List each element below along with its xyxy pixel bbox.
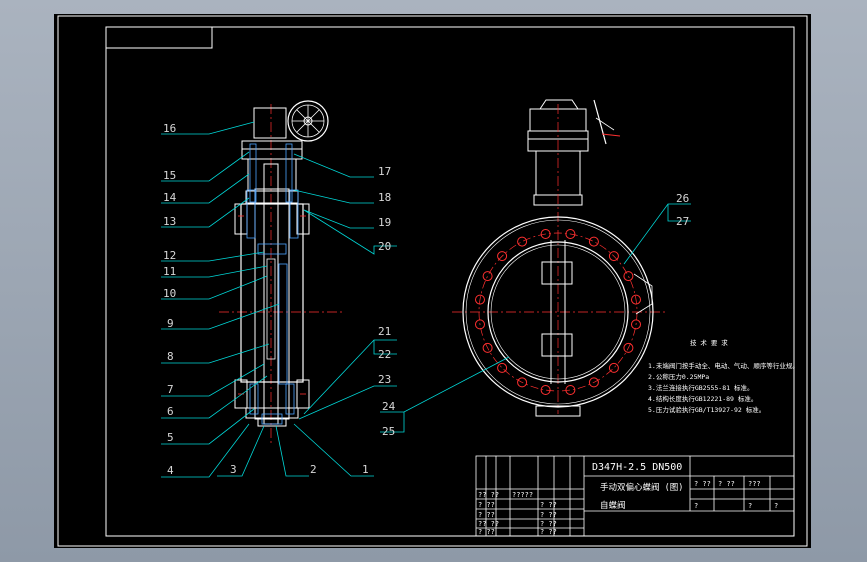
drawing-model: D347H-2.5 DN500 bbox=[592, 462, 682, 473]
bolt-hole bbox=[517, 377, 528, 388]
tech-req-4: 4.结构长度执行GB12221-89 标准。 bbox=[648, 394, 757, 403]
bolt-hole bbox=[475, 319, 485, 330]
label-27: 27 bbox=[676, 215, 689, 228]
label-4: 4 bbox=[167, 464, 174, 477]
label-13: 13 bbox=[163, 215, 176, 228]
label-20: 20 bbox=[378, 240, 391, 253]
tb-cell-6: ?? ?? bbox=[478, 520, 499, 528]
tech-req-1: 1.未端阀门按手动全、电动、气动、顺序等行业规。 bbox=[648, 361, 799, 370]
label-2: 2 bbox=[310, 463, 317, 476]
label-6: 6 bbox=[167, 405, 174, 418]
front-view bbox=[452, 99, 666, 417]
bolt-hole bbox=[623, 271, 634, 282]
tb-cell-9: ? ?? bbox=[540, 528, 557, 536]
label-26: 26 bbox=[676, 192, 689, 205]
tb-cell-1: ????? bbox=[512, 491, 533, 499]
handwheel-icon bbox=[287, 100, 329, 142]
tb-cell-3: ? ?? bbox=[540, 501, 557, 509]
tb-cell-15: ? bbox=[774, 502, 778, 510]
label-16: 16 bbox=[163, 122, 176, 135]
label-7: 7 bbox=[167, 383, 174, 396]
tb-cell-2: ? ?? bbox=[478, 501, 495, 509]
tb-cell-14: ? bbox=[748, 502, 752, 510]
label-24: 24 bbox=[382, 400, 396, 413]
label-8: 8 bbox=[167, 350, 174, 363]
drawing-svg: 16 15 14 13 12 11 10 9 8 7 6 5 4 3 2 1 1… bbox=[57, 15, 808, 547]
bolt-hole bbox=[623, 342, 634, 353]
bolt-hole bbox=[588, 377, 599, 388]
bolt-hole bbox=[565, 229, 576, 239]
handwheel-edge-icon bbox=[593, 99, 607, 145]
bolt-hole bbox=[631, 319, 641, 330]
part-labels: 16 15 14 13 12 11 10 9 8 7 6 5 4 3 2 1 1… bbox=[163, 122, 689, 477]
side-section-view bbox=[219, 100, 344, 444]
label-9: 9 bbox=[167, 317, 174, 330]
drawing-name-line1: 手动双偏心蝶阀 (图) bbox=[600, 482, 683, 493]
drawing-name-line2: 自蝶阀 bbox=[600, 500, 626, 511]
tb-cell-5: ? ?? bbox=[540, 511, 557, 519]
label-3: 3 bbox=[230, 463, 237, 476]
tech-req-3: 3.法兰连接执行GB2555-81 标准。 bbox=[648, 383, 753, 392]
outer-frame bbox=[57, 15, 808, 547]
leader-lines bbox=[161, 121, 691, 478]
label-11: 11 bbox=[163, 265, 176, 278]
label-22: 22 bbox=[378, 348, 391, 361]
tech-req-title: 技 术 要 求 bbox=[690, 338, 728, 347]
label-21: 21 bbox=[378, 325, 391, 338]
bolt-hole bbox=[565, 385, 576, 395]
tb-cell-13: ? bbox=[694, 502, 698, 510]
technical-requirements: 技 术 要 求 1.未端阀门按手动全、电动、气动、顺序等行业规。 2.公称压力0… bbox=[648, 338, 799, 414]
corner-code-box bbox=[105, 26, 213, 49]
bolt-hole bbox=[475, 294, 485, 305]
bolt-hole bbox=[497, 362, 508, 373]
label-23: 23 bbox=[378, 373, 391, 386]
bolt-hole bbox=[482, 342, 493, 353]
bolt-hole bbox=[540, 229, 551, 239]
drawing-canvas[interactable]: 16 15 14 13 12 11 10 9 8 7 6 5 4 3 2 1 1… bbox=[54, 14, 811, 548]
bolt-hole bbox=[588, 236, 599, 247]
bolt-hole bbox=[517, 236, 528, 247]
bolt-hole bbox=[482, 271, 493, 282]
label-14: 14 bbox=[163, 191, 177, 204]
tb-cell-11: ? ?? bbox=[718, 480, 735, 488]
tb-cell-4: ? ?? bbox=[478, 511, 495, 519]
tech-req-5: 5.压力试验执行GB/T13927-92 标准。 bbox=[648, 405, 765, 414]
label-15: 15 bbox=[163, 169, 176, 182]
bolt-hole bbox=[631, 294, 641, 305]
bolt-hole bbox=[497, 251, 508, 262]
label-5: 5 bbox=[167, 431, 174, 444]
label-1: 1 bbox=[362, 463, 369, 476]
tb-cell-12: ??? bbox=[748, 480, 761, 488]
bolt-hole-ring bbox=[475, 229, 641, 395]
title-block-text: D347H-2.5 DN500 手动双偏心蝶阀 (图) 自蝶阀 ?? ?? ??… bbox=[478, 462, 778, 536]
label-12: 12 bbox=[163, 249, 176, 262]
label-18: 18 bbox=[378, 191, 391, 204]
tb-cell-7: ? ?? bbox=[540, 520, 557, 528]
inner-frame bbox=[105, 26, 795, 537]
tech-req-2: 2.公称压力0.25MPa bbox=[648, 372, 709, 381]
tb-cell-8: ? ?? bbox=[478, 528, 495, 536]
title-block bbox=[475, 455, 795, 537]
tb-cell-10: ? ?? bbox=[694, 480, 711, 488]
label-17: 17 bbox=[378, 165, 391, 178]
bolt-hole bbox=[608, 251, 619, 262]
bolt-hole bbox=[540, 385, 551, 395]
label-25: 25 bbox=[382, 425, 395, 438]
label-10: 10 bbox=[163, 287, 176, 300]
bolt-hole bbox=[608, 362, 619, 373]
label-19: 19 bbox=[378, 216, 391, 229]
tb-cell-0: ?? ?? bbox=[478, 491, 499, 499]
